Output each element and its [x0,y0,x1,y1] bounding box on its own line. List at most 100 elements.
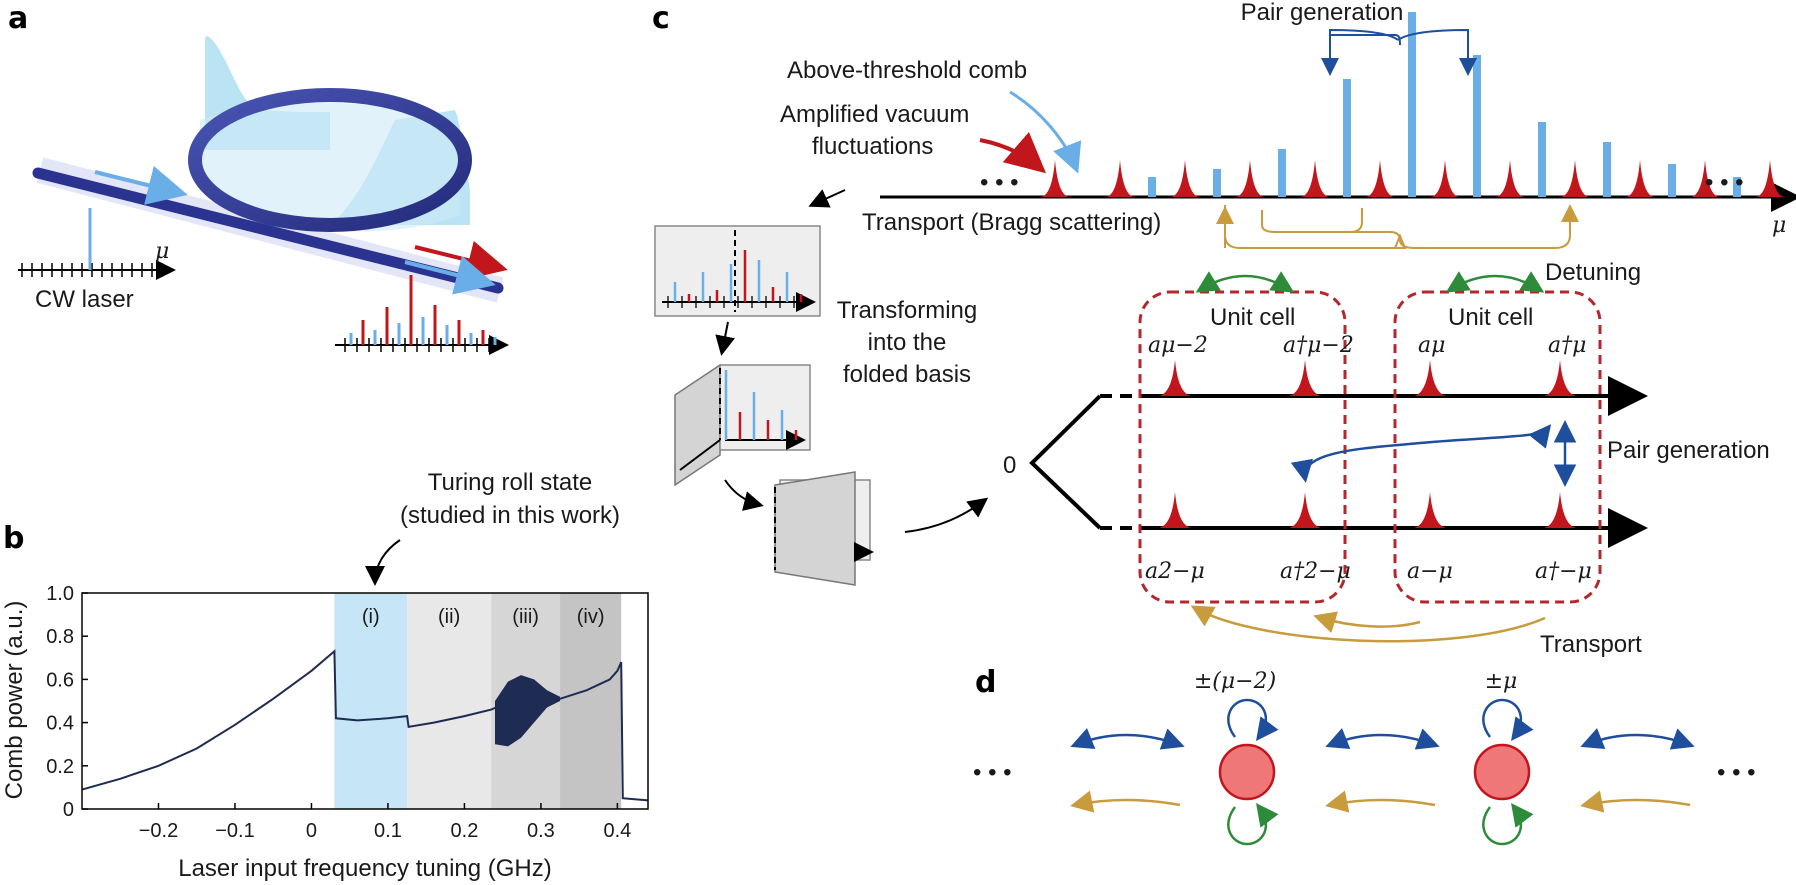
mode-label-top-3: a†μ [1548,333,1586,358]
ellipsis-right: • • • [1705,169,1744,196]
amplified-vacuum-line1: Amplified vacuum [780,101,969,128]
region-label-1: (ii) [438,606,460,628]
mode-label-bottom-0: a2−μ [1145,559,1205,584]
cw-laser-label: CW laser [35,286,134,313]
top-comb-line-5 [1408,12,1416,197]
y-tick-label-2: 0.4 [46,713,74,735]
site-left-label: ±(μ−2) [1194,669,1276,694]
mu-axis-label: μ [1772,213,1786,238]
mode-label-top-0: aμ−2 [1148,333,1208,358]
panel-a-illustration [32,36,508,303]
pair-generation-top: Pair generation [1241,0,1404,26]
top-mode-peak-0 [1041,160,1069,197]
x-tick-label-1: −0.1 [215,820,254,842]
top-mode-peak-2 [1171,160,1199,197]
transform-schematic [654,189,874,586]
transform-line3: folded basis [843,361,971,388]
top-comb-line-3 [1278,149,1286,197]
folded-basis [1029,290,1648,604]
plot-frame [81,592,649,810]
folded-peak-bottom-3 [1544,492,1576,528]
unit-cell-right-box [1393,290,1602,604]
top-mode-peak-10 [1691,160,1719,197]
annotation-turing: Turing roll state (studied in this work) [365,469,620,586]
region-0 [334,593,408,809]
folded-peak-top-0 [1159,360,1191,396]
region-label-0: (i) [362,606,380,628]
mu-symbol-a: μ [155,239,169,264]
annotation-line2: (studied in this work) [400,502,620,529]
y-tick-label-1: 0.2 [46,756,74,778]
y-tick-label-5: 1.0 [46,583,74,605]
region-1 [407,593,492,809]
folded-peak-bottom-0 [1159,492,1191,528]
region-label-3: (iv) [577,606,605,628]
panel-label-a: a [8,1,28,36]
top-comb-line-2 [1213,169,1221,197]
ellipsis-left: • • • [980,169,1019,196]
top-comb-line-6 [1473,55,1481,197]
lattice-node-right [1473,743,1531,801]
unit-cell-right: Unit cell [1448,304,1533,331]
folded-peak-top-3 [1544,360,1576,396]
y-tick-label-3: 0.6 [46,669,74,691]
x-tick-label-2: 0 [306,820,317,842]
ring-resonator [188,88,472,232]
panel-label-c: c [652,1,670,36]
mode-label-bottom-1: a†2−μ [1280,559,1351,584]
mode-label-top-2: aμ [1418,333,1445,358]
annotation-line1: Turing roll state [428,469,593,496]
panel-label-b: b [3,521,24,556]
y-tick-label-4: 0.8 [46,626,74,648]
output-comb-spectrum [335,275,509,355]
folded-peak-bottom-1 [1289,492,1321,528]
transport-bragg-label: Transport (Bragg scattering) [862,209,1161,236]
top-comb-line-9 [1668,164,1676,197]
transport-bottom-label: Transport [1540,631,1642,658]
amplified-vacuum-line2: fluctuations [812,133,933,160]
folded-peak-bottom-2 [1414,492,1446,528]
site-right-label: ±μ [1485,669,1518,694]
series-line-comb-power [81,649,649,802]
top-comb-line-1 [1148,177,1156,197]
zero-label: 0 [1003,452,1016,479]
top-mode-peak-6 [1431,160,1459,197]
top-mode-peak-5 [1366,160,1394,197]
detuning-label: Detuning [1545,259,1641,286]
mode-label-bottom-2: a−μ [1407,559,1453,584]
top-mode-peak-8 [1561,160,1589,197]
pair-generation-right: Pair generation [1607,437,1770,464]
x-axis-label: Laser input frequency tuning (GHz) [178,855,552,882]
lattice-ellipsis-right: • • • [1717,759,1756,786]
x-tick-label-5: 0.3 [527,820,555,842]
top-comb-line-7 [1538,122,1546,197]
mode-label-top-1: a†μ−2 [1283,333,1354,358]
top-comb-line-10 [1733,177,1741,197]
top-mode-peak-11 [1756,160,1784,197]
top-comb-line-4 [1343,79,1351,197]
lattice-ellipsis-left: • • • [973,759,1012,786]
top-mode-peak-9 [1626,160,1654,197]
lattice-node-left [1218,743,1276,801]
lattice-diagram: • • • • • • ±(μ−2) ±μ [973,669,1756,846]
folded-peak-top-1 [1289,360,1321,396]
panel-label-d: d [975,665,996,700]
unit-cell-left: Unit cell [1210,304,1295,331]
top-mode-peak-7 [1496,160,1524,197]
oscillation-band [495,675,560,747]
top-comb-line-8 [1603,142,1611,197]
transform-line2: into the [868,329,947,356]
x-tick-label-0: −0.2 [139,820,178,842]
x-tick-label-3: 0.1 [374,820,402,842]
top-mode-peak-3 [1236,160,1264,197]
y-tick-label-0: 0 [63,799,74,821]
region-3 [560,593,622,809]
folded-peak-top-2 [1414,360,1446,396]
mode-label-bottom-3: a†−μ [1535,559,1592,584]
y-axis-label: Comb power (a.u.) [1,601,28,800]
bus-waveguide [32,167,504,294]
top-mode-peak-1 [1106,160,1134,197]
x-tick-label-4: 0.2 [451,820,479,842]
